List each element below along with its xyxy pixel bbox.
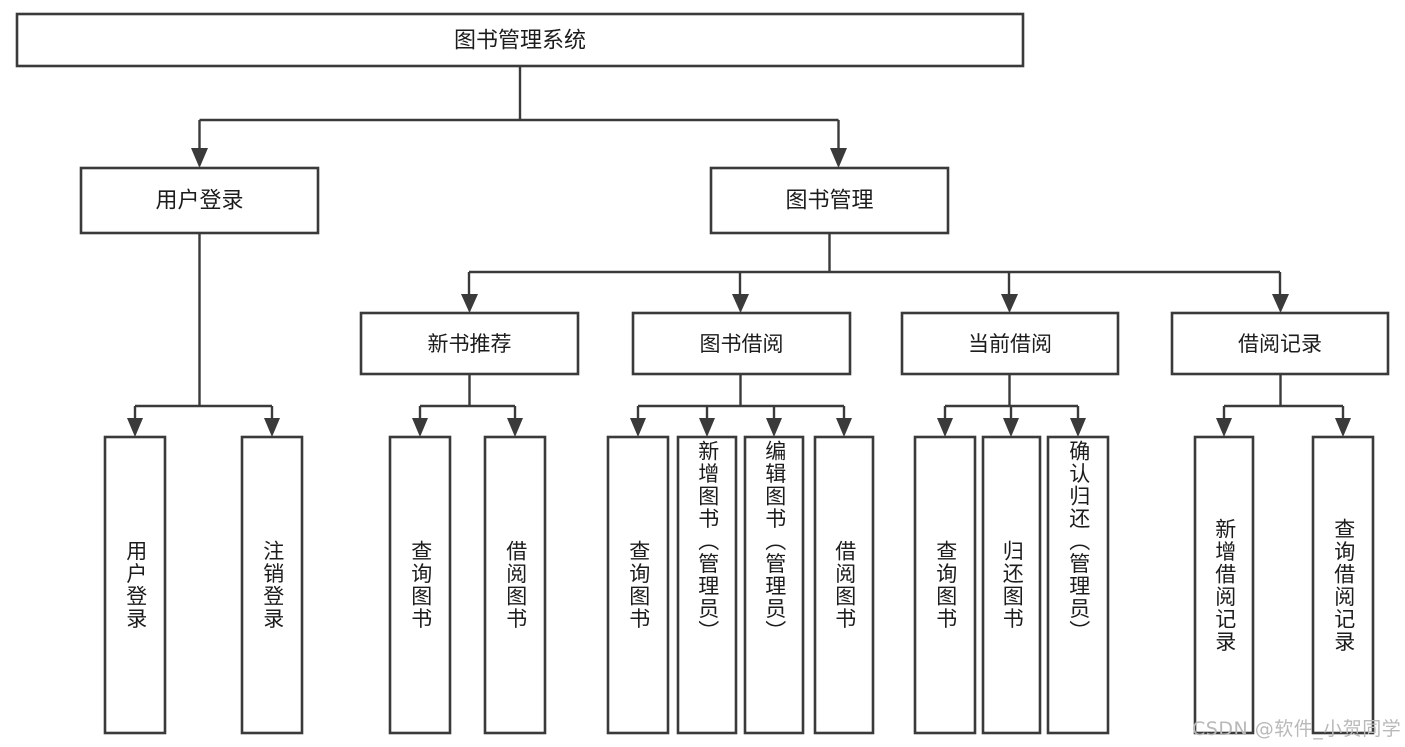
node-leaf-borrow-book-recommend-box[interactable] [483, 435, 547, 735]
arrow-head-leaf-query-book-recommend [412, 418, 428, 437]
arrow-head-leaf-add-borrow-record [1216, 418, 1232, 437]
node-new-book-recommend[interactable]: 新书推荐 [359, 311, 580, 376]
node-leaf-user-logout-box[interactable] [240, 435, 304, 735]
connector-group-new-book-recommend [412, 374, 523, 437]
arrow-head-leaf-query-book-current [937, 418, 953, 437]
leaf-boxes [103, 435, 1375, 735]
node-leaf-return-book-box[interactable] [981, 435, 1042, 735]
node-book-management-label: 图书管理 [785, 189, 873, 214]
arrow-head-book-management [830, 148, 847, 168]
node-book-borrow-box[interactable] [631, 311, 852, 376]
arrow-head-borrow-record [1272, 294, 1289, 313]
node-leaf-add-book-admin-box[interactable] [676, 435, 738, 735]
node-current-borrow-label: 当前借阅 [968, 332, 1052, 356]
arrow-head-current-borrow [1001, 294, 1018, 313]
arrow-head-leaf-query-borrow-record [1335, 418, 1351, 437]
arrow-head-leaf-return-book [1003, 418, 1019, 437]
node-user-login[interactable]: 用户登录 [79, 166, 320, 235]
node-root[interactable]: 图书管理系统 [15, 12, 1025, 68]
node-root-box[interactable] [15, 12, 1025, 68]
arrow-head-leaf-borrow-book [836, 418, 852, 437]
arrow-head-user-login [191, 148, 208, 168]
arrow-head-book-borrow [732, 294, 749, 313]
node-book-borrow-label: 图书借阅 [700, 332, 784, 356]
arrow-head-leaf-user-logout [264, 418, 280, 437]
arrow-head-leaf-user-login [127, 418, 143, 437]
node-leaf-query-book-borrow-box[interactable] [606, 435, 670, 735]
node-current-borrow-box[interactable] [900, 311, 1120, 376]
node-book-management-box[interactable] [709, 166, 950, 235]
node-new-book-recommend-box[interactable] [359, 311, 580, 376]
arrow-head-leaf-add-book-admin [699, 418, 715, 437]
node-leaf-borrow-book-box[interactable] [813, 435, 875, 735]
node-borrow-record-box[interactable] [1170, 311, 1390, 376]
node-leaf-add-borrow-record-box[interactable] [1193, 435, 1255, 735]
node-root-label: 图书管理系统 [454, 29, 586, 54]
node-leaf-edit-book-admin-box[interactable] [743, 435, 805, 735]
connector-group-root [191, 66, 847, 168]
node-current-borrow[interactable]: 当前借阅 [900, 311, 1120, 376]
connector-group-borrow-record [1216, 374, 1351, 437]
arrow-head-leaf-query-book-borrow [630, 418, 646, 437]
connector-group-current-borrow [937, 374, 1086, 437]
connector-group-book-management [461, 233, 1289, 313]
connector-group-user-login [127, 233, 280, 437]
arrow-head-new-book-recommend [461, 294, 478, 313]
node-leaf-query-book-recommend-box[interactable] [388, 435, 452, 735]
node-book-management[interactable]: 图书管理 [709, 166, 950, 235]
arrow-head-leaf-borrow-book-recommend [507, 418, 523, 437]
node-leaf-confirm-return-admin-box[interactable] [1046, 435, 1110, 735]
node-user-login-box[interactable] [79, 166, 320, 235]
node-new-book-recommend-label: 新书推荐 [428, 332, 512, 356]
csdn-watermark: CSDN @软件_小贺同学 [1192, 718, 1402, 740]
node-leaf-user-login-box[interactable] [103, 435, 167, 735]
arrow-head-leaf-edit-book-admin [766, 418, 782, 437]
node-user-login-label: 用户登录 [155, 189, 243, 214]
node-leaf-query-book-current-box[interactable] [913, 435, 977, 735]
arrow-head-leaf-confirm-return-admin [1070, 418, 1086, 437]
node-borrow-record[interactable]: 借阅记录 [1170, 311, 1390, 376]
node-borrow-record-label: 借阅记录 [1238, 332, 1322, 356]
connector-group-book-borrow [630, 374, 852, 437]
node-leaf-query-borrow-record-box[interactable] [1311, 435, 1375, 735]
node-book-borrow[interactable]: 图书借阅 [631, 311, 852, 376]
